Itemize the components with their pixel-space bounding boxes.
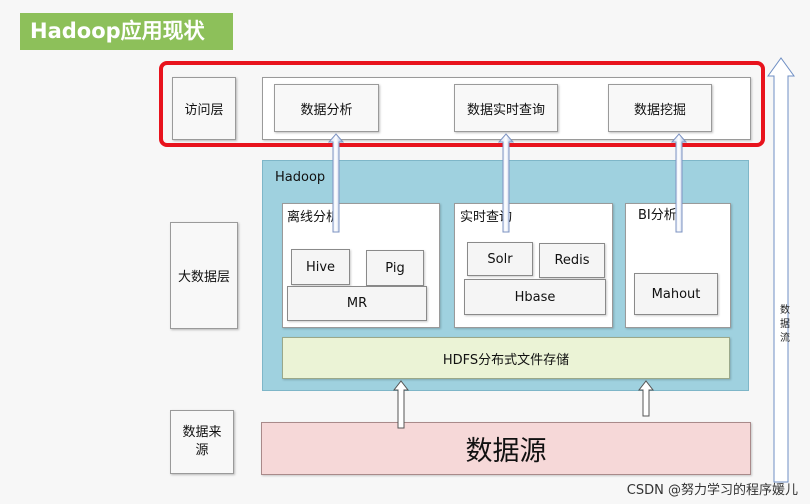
watermark: CSDN @努力学习的程序媛儿 <box>626 483 798 498</box>
flow-label: 数据流 <box>778 304 792 346</box>
access-item-analysis: 数据分析 <box>274 84 379 132</box>
arrow-realtime-to-access <box>497 133 515 233</box>
hdfs-storage: HDFS分布式文件存储 <box>282 337 730 379</box>
arrow-offline-to-access <box>327 133 345 233</box>
panel-bi-label: BI分析 <box>638 208 677 223</box>
item-mahout: Mahout <box>634 273 718 315</box>
panel-realtime-label: 实时查询 <box>460 210 513 225</box>
data-source: 数据源 <box>261 422 751 475</box>
layer-bigdata: 大数据层 <box>170 222 238 329</box>
highlight-frame <box>159 61 765 147</box>
item-hive: Hive <box>291 249 350 285</box>
page-title: Hadoop应用现状 <box>20 13 233 50</box>
flow-label-text: 数据流 <box>780 305 790 344</box>
arrow-source-to-hdfs-right <box>637 380 655 417</box>
data-flow-arrow <box>767 57 795 483</box>
item-pig: Pig <box>366 250 424 286</box>
layer-source-label: 数据来源 <box>182 425 222 458</box>
panel-offline-label: 离线分析 <box>287 210 340 225</box>
arrow-bi-to-access <box>670 133 688 233</box>
item-solr: Solr <box>467 242 533 276</box>
item-mr: MR <box>287 286 427 321</box>
hadoop-label: Hadoop <box>275 170 326 185</box>
access-item-mining: 数据挖掘 <box>608 84 712 132</box>
arrow-source-to-hdfs-left <box>392 380 410 429</box>
item-hbase: Hbase <box>464 279 606 315</box>
access-item-realtime-query: 数据实时查询 <box>454 84 558 132</box>
layer-access: 访问层 <box>172 77 236 140</box>
item-redis: Redis <box>539 243 605 278</box>
layer-source: 数据来源 <box>170 410 234 474</box>
